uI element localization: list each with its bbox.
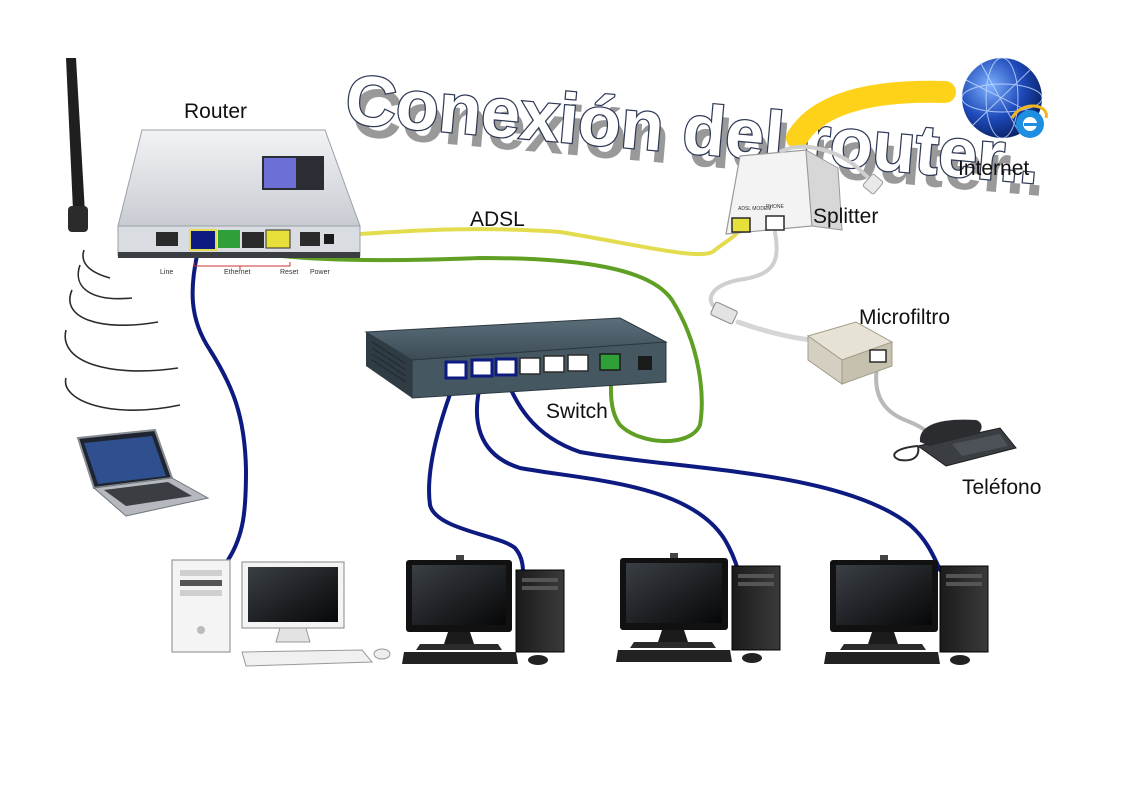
switch-port-6 [567, 354, 589, 372]
switch-port-2 [470, 358, 494, 378]
pc-2-tower [515, 569, 565, 653]
pc-3 [616, 553, 781, 663]
telephone-cable [874, 360, 932, 440]
cables [190, 80, 956, 574]
splitter-phone-cable [708, 230, 779, 314]
router-ethernet-port-4 [265, 229, 291, 249]
router-power-socket [324, 234, 334, 244]
router-port-label-power: Power [310, 269, 331, 276]
laptop-screen [84, 436, 166, 484]
router-ethernet-port-1 [189, 229, 217, 251]
switch-port-3 [494, 357, 518, 377]
pc-2-keyboard [402, 652, 518, 664]
splitter-port-label-adsl: ADSL MODEM [738, 206, 771, 212]
laptop-keyboard [104, 482, 192, 506]
laptop-icon [76, 428, 210, 517]
pc-4-tower [939, 565, 989, 653]
router-foot [118, 252, 360, 258]
ethernet-cable-switch-pc3 [474, 376, 740, 572]
ethernet-cable-switch-pc2 [427, 376, 525, 574]
router-ethernet-port-2 [218, 230, 240, 248]
switch-port-5 [543, 355, 565, 373]
router-line-port [156, 232, 178, 246]
pc-2-screen [412, 565, 506, 625]
telephone-handset [919, 419, 982, 446]
switch-power-socket [638, 356, 652, 370]
splitter: ADSL MODEM PHONE [725, 144, 884, 235]
router-port-label-reset: Reset [280, 269, 298, 276]
switch-uplink-port [599, 353, 621, 371]
label-internet: Internet [958, 157, 1029, 180]
splitter-phone-port [765, 215, 785, 231]
internet-link-cable [786, 80, 956, 149]
pc-1-white [171, 559, 391, 667]
pc-4-screen [836, 565, 932, 625]
internet-globe-icon [961, 57, 1048, 139]
label-splitter: Splitter [813, 205, 878, 228]
label-switch: Switch [546, 400, 608, 423]
pc-2 [402, 555, 565, 665]
pc-1-screen [248, 567, 338, 622]
pc-1-keyboard [241, 649, 374, 667]
pc-1-mouse [373, 648, 391, 660]
telephone-cord [893, 445, 920, 462]
router-antenna-base [68, 206, 88, 232]
router-led-window [264, 158, 296, 188]
microfilter [710, 301, 894, 385]
microfilter-plug [710, 301, 738, 325]
ethernet-cable-router-pc [190, 240, 248, 562]
splitter-port-label-phone: PHONE [766, 204, 784, 210]
pc-3-mouse [742, 653, 762, 663]
splitter-rj11-plug [862, 173, 884, 195]
telephone-icon [893, 419, 1017, 467]
router-reset-button [300, 232, 320, 246]
label-telefono: Teléfono [962, 476, 1041, 499]
pc-4-keyboard [824, 652, 940, 664]
router: Line Ethernet Reset Power [66, 58, 361, 276]
ethernet-cable-switch-pc4 [504, 376, 942, 572]
pc-4-mouse [950, 655, 970, 665]
router-port-label-bracket [193, 262, 291, 270]
router-ethernet-port-3 [242, 232, 264, 248]
pc-4 [824, 555, 989, 665]
splitter-adsl-port [731, 217, 751, 233]
router-port-label-line: Line [160, 269, 173, 276]
pc-3-tower [731, 565, 781, 651]
pc-3-screen [626, 563, 722, 623]
label-router: Router [184, 100, 247, 123]
wifi-signal-icon [64, 249, 181, 411]
pc-2-mouse [528, 655, 548, 665]
label-microfiltro: Microfiltro [859, 306, 950, 329]
switch-port-4 [519, 357, 541, 375]
microfilter-input-cable [735, 319, 815, 343]
microfilter-phone-port [869, 349, 887, 363]
splitter-side [805, 149, 843, 231]
switch-port-1 [444, 360, 468, 380]
uplink-cable [226, 238, 704, 444]
router-antenna [66, 58, 86, 232]
pc-3-keyboard [616, 650, 732, 662]
telephone-keypad [952, 434, 1008, 456]
label-adsl: ADSL [470, 208, 525, 231]
switch [364, 317, 668, 399]
ie-logo-icon [1010, 104, 1048, 138]
router-port-label-ethernet: Ethernet [224, 269, 251, 276]
adsl-cable [280, 226, 742, 257]
